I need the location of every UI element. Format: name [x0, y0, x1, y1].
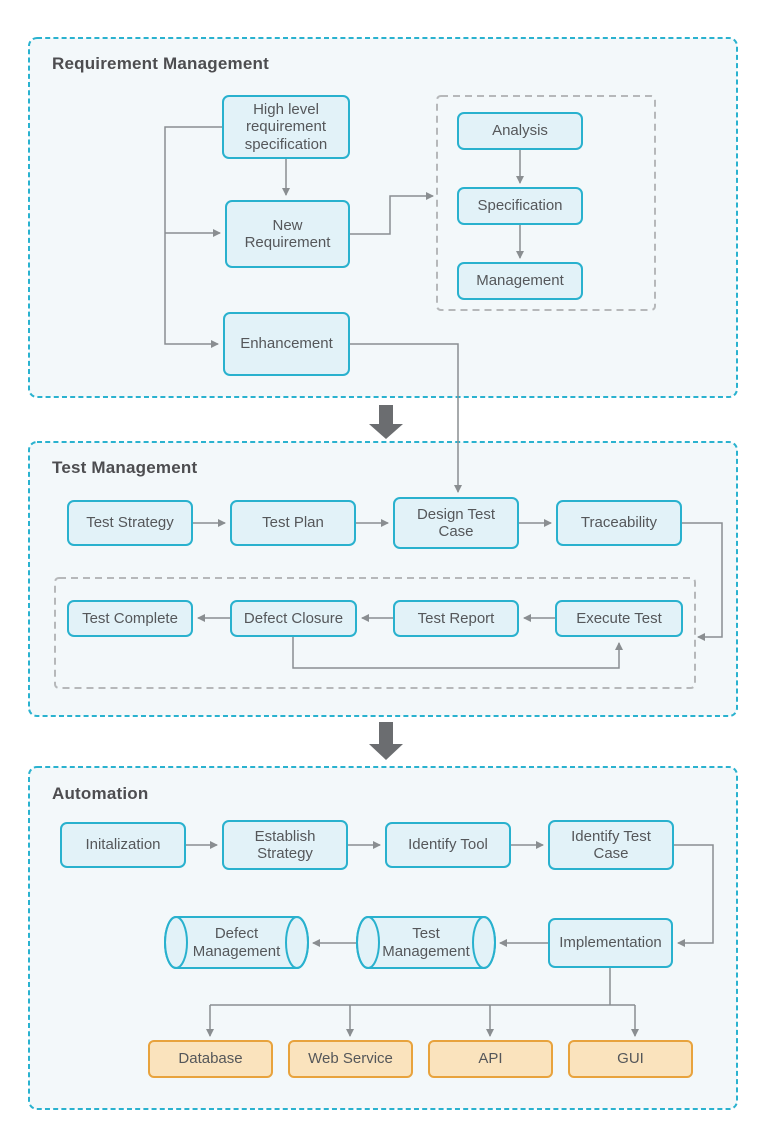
node-identify-tool: Identify Tool — [385, 822, 511, 868]
node-analysis: Analysis — [457, 112, 583, 150]
section-flow-arrow-2 — [369, 722, 403, 760]
node-traceability: Traceability — [556, 500, 682, 546]
node-gui: GUI — [568, 1040, 693, 1078]
node-execute-test: Execute Test — [555, 600, 683, 637]
node-identify-test-case: Identify Test Case — [548, 820, 674, 870]
node-test-complete: Test Complete — [67, 600, 193, 637]
node-api: API — [428, 1040, 553, 1078]
node-establish-strategy: Establish Strategy — [222, 820, 348, 870]
node-new-requirement: New Requirement — [225, 200, 350, 268]
node-defect-closure: Defect Closure — [230, 600, 357, 637]
node-web-service: Web Service — [288, 1040, 413, 1078]
node-test-report: Test Report — [393, 600, 519, 637]
store-label-test-management: Test Management — [382, 925, 470, 960]
node-test-plan: Test Plan — [230, 500, 356, 546]
node-enhancement: Enhancement — [223, 312, 350, 376]
section-title-automation: Automation — [52, 784, 149, 803]
node-high-level-requirement-specification: High level requirement specification — [222, 95, 350, 159]
node-test-strategy: Test Strategy — [67, 500, 193, 546]
node-management: Management — [457, 262, 583, 300]
section-title-test-management: Test Management — [52, 458, 198, 477]
node-database: Database — [148, 1040, 273, 1078]
section-requirement-management — [29, 38, 737, 397]
section-test-management — [29, 442, 737, 716]
node-design-test-case: Design Test Case — [393, 497, 519, 549]
node-specification: Specification — [457, 187, 583, 225]
section-title-requirement-management: Requirement Management — [52, 54, 269, 73]
section-flow-arrow-1 — [369, 405, 403, 439]
node-implementation: Implementation — [548, 918, 673, 968]
node-initalization: Initalization — [60, 822, 186, 868]
store-label-defect-management: Defect Management — [192, 925, 281, 960]
